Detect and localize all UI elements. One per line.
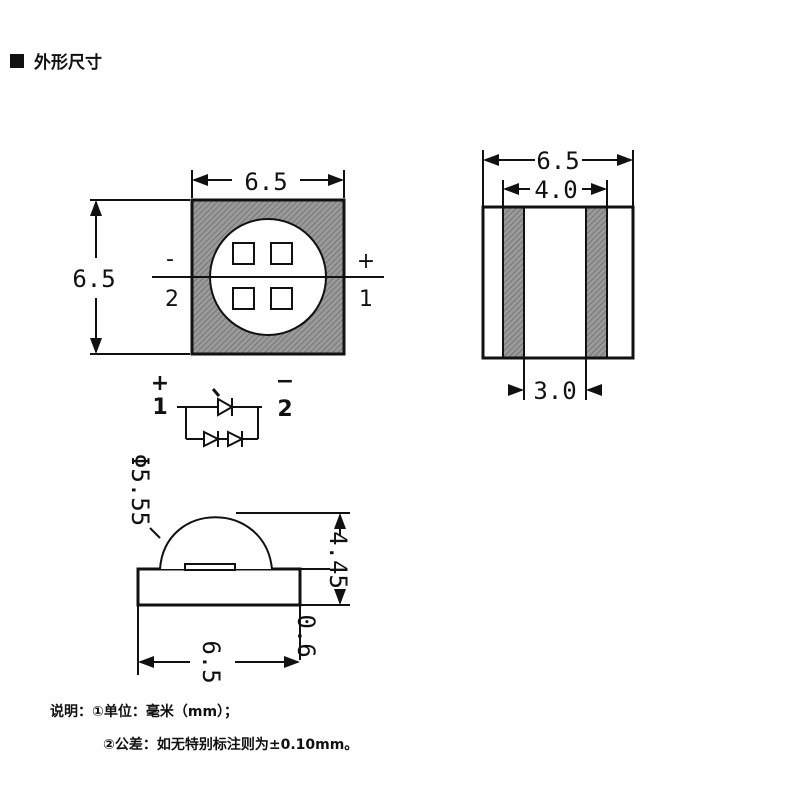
- base-height-label: 0.6: [292, 614, 320, 657]
- section-title: 外形尺寸: [10, 48, 102, 73]
- led-diode-icon: [217, 397, 235, 417]
- side-body: [481, 205, 635, 360]
- chip: [232, 242, 255, 265]
- plus-label: +: [357, 249, 375, 274]
- pin1-label: 1: [359, 287, 373, 312]
- side-gap-label: 3.0: [533, 377, 576, 405]
- section-title-text: 外形尺寸: [34, 53, 102, 73]
- side-outer-label: 6.5: [536, 147, 579, 175]
- electrode-strip: [503, 207, 524, 358]
- circuit-symbol: [177, 388, 262, 448]
- minus-label: -: [166, 247, 174, 272]
- lens-diameter-label: Φ5.55: [126, 454, 154, 526]
- note-unit: 说明：①单位：毫米（mm）；: [50, 704, 239, 720]
- side-inner-label: 4.0: [534, 176, 577, 204]
- top-width-label: 6.5: [244, 168, 287, 196]
- circuit-minus: −: [276, 369, 294, 394]
- circuit-plus: +: [151, 371, 169, 396]
- lens-dome: [159, 516, 273, 570]
- note-tolerance: ②公差：如无特别标注则为±0.10mm。: [103, 737, 359, 753]
- chip: [270, 242, 293, 265]
- circuit-pin1: 1: [152, 395, 167, 420]
- top-height-label: 6.5: [72, 265, 115, 293]
- side-view: [481, 150, 635, 400]
- lens-view: [136, 512, 350, 675]
- zener-diode-icon: [227, 430, 245, 448]
- chip: [270, 287, 293, 310]
- pin2-label: 2: [165, 287, 179, 312]
- square-bullet-icon: [10, 53, 24, 68]
- electrode-strip: [586, 207, 607, 358]
- top-view: [90, 170, 384, 356]
- lens-height-label: 4.45: [324, 531, 352, 589]
- lens-width-label: 6.5: [197, 640, 225, 683]
- chip: [232, 287, 255, 310]
- diameter-leader: [149, 527, 161, 539]
- circuit-pin2: 2: [277, 397, 292, 422]
- lens-base: [136, 567, 302, 607]
- zener-diode-icon: [203, 430, 221, 448]
